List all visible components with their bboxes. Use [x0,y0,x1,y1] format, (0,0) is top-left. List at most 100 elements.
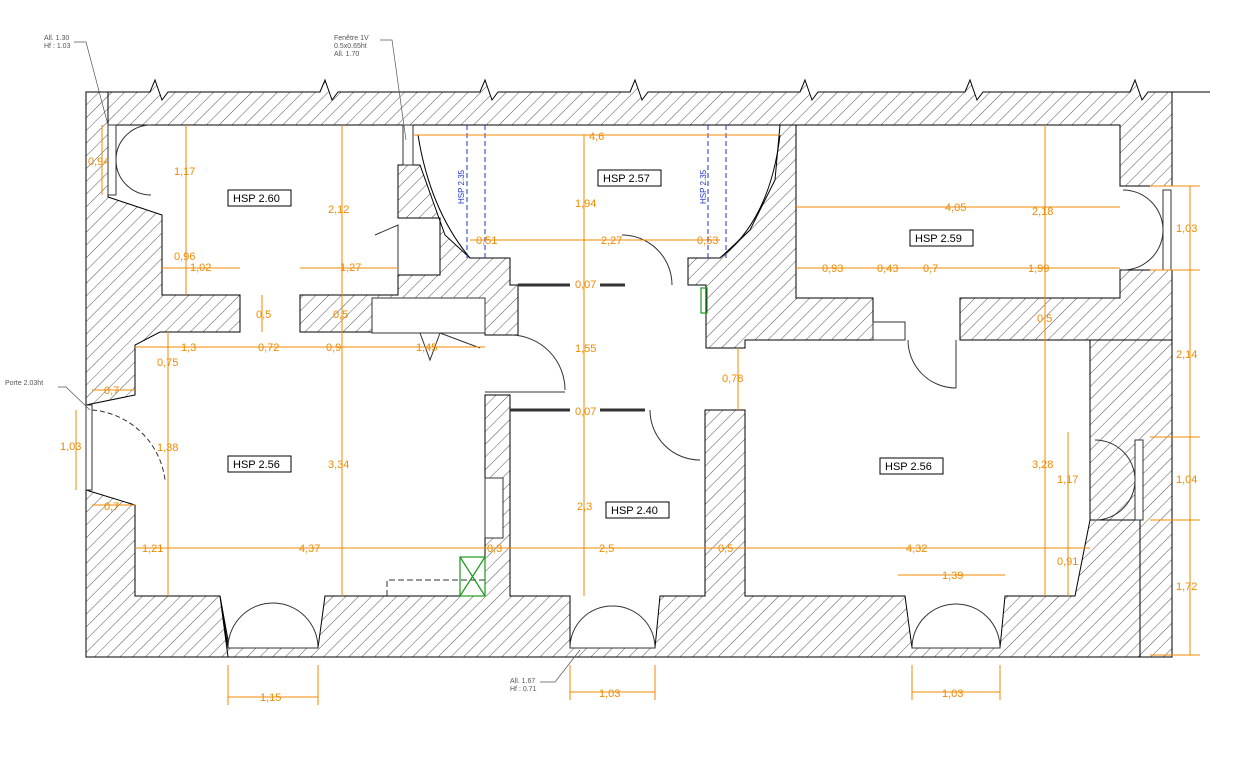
cupboard [371,297,486,334]
dim-label: 1,03 [942,688,963,700]
dim-label: 1,04 [1176,474,1197,486]
dim-label: 1,21 [142,543,163,555]
height-label-right: HSP 2.35 [699,169,708,204]
walls [85,78,1210,658]
room-label-6: HSP 2.56 [885,461,932,473]
dim-label: 2,5 [599,543,614,555]
blue-height-labels: HSP 2.35 HSP 2.35 [457,169,708,204]
dim-label: 0,72 [258,342,279,354]
window-swing-top-left [115,124,152,196]
height-label-left: HSP 2.35 [457,169,466,204]
room-labels: HSP 2.60 HSP 2.57 HSP 2.59 HSP 2.56 HSP … [227,169,974,519]
note-topleft-1: All. 1.30 [44,35,69,42]
door-entrance-swing [91,409,166,481]
room-label-5: HSP 2.40 [611,505,658,517]
note-fenetre-1: Fenêtre 1V [334,35,369,42]
dim-label: 1,55 [575,343,596,355]
niche-right [872,321,906,341]
dim-label: 1,38 [157,442,178,454]
room-label-3: HSP 2.59 [915,233,962,245]
window-right-upper [1122,189,1172,271]
door-entrance [85,404,93,491]
dim-label: 0,7 [923,263,938,275]
arch-right [719,134,781,259]
dim-label: 2,27 [601,235,622,247]
dim-label: 0,5 [333,309,348,321]
dim-label: 1,45 [416,342,437,354]
niche-left [484,477,504,539]
dim-label: 3,28 [1032,459,1053,471]
dim-label: 0,96 [174,251,195,263]
dim-label: 2,3 [577,501,592,513]
note-fenetre-3: All. 1.70 [334,51,359,58]
dim-label: 2,12 [328,204,349,216]
dim-label: 0,7 [104,385,119,397]
dim-label: 2,18 [1032,206,1053,218]
dim-label: 0,5 [256,309,271,321]
dim-label: 0,7 [104,501,119,513]
note-leaders [58,39,581,683]
dim-label: 0,75 [157,357,178,369]
dim-label: 0,51 [476,235,497,247]
door-interior-3 [621,234,673,286]
room-label-1: HSP 2.60 [233,193,280,205]
arch-left [417,134,471,259]
height-lines [466,125,727,258]
dimension-lines [75,125,1200,705]
dim-label: 2,14 [1176,349,1197,361]
vent-markers [459,287,708,597]
dim-label: 0,07 [575,406,596,418]
door-bottom-left [227,602,319,649]
dim-label: 0,94 [88,156,109,168]
dim-label: 1,17 [1057,474,1078,486]
note-bottom-2: Hf : 0.71 [510,686,537,693]
openings [85,124,1172,649]
dim-label: 1,15 [260,692,281,704]
note-fenetre-2: 0.5x0.65ht [334,43,367,50]
dim-label: 4,05 [945,202,966,214]
dim-label: 1,3 [181,342,196,354]
dim-label: 0,93 [822,263,843,275]
dim-label: 4,37 [299,543,320,555]
dim-label: 0,5 [1037,313,1052,325]
dim-label: 1,99 [1028,263,1049,275]
dimension-texts: 0,94 1,17 2,12 4,6 1,94 0,51 2,27 0,53 4… [60,131,1197,704]
dim-label: 0,43 [877,263,898,275]
wall-bottom [219,394,1141,658]
dim-label: 1,02 [190,262,211,274]
dim-label: 1,03 [599,688,620,700]
note-topleft-2: Hf : 1.03 [44,43,71,50]
dim-label: 0,91 [1057,556,1078,568]
door-bottom-right [911,603,1001,649]
door-interior-4 [907,339,957,389]
window-fenetre [402,124,414,166]
dim-label: 1,03 [1176,223,1197,235]
wall-central-right [687,124,874,349]
wall-top [107,78,1173,187]
dim-label: 1,17 [174,166,195,178]
dim-label: 1,27 [340,262,361,274]
room-label-2: HSP 2.57 [603,173,650,185]
door-interior-2 [649,409,701,461]
dim-label: 1,39 [942,570,963,582]
dim-label: 0,9 [326,342,341,354]
dim-label: 0,3 [487,543,502,555]
dim-label: 1,03 [60,441,81,453]
window-right-lower [1094,439,1144,521]
note-bottom-1: All. 1.67 [510,678,535,685]
dim-label: 0,53 [697,235,718,247]
door-interior-5 [374,224,399,275]
dim-label: 0,5 [718,543,733,555]
dim-label: 4,6 [589,131,604,143]
dim-label: 0,07 [575,279,596,291]
wall-left-lower [85,489,229,658]
dim-label: 4,32 [906,543,927,555]
notes: All. 1.30 Hf : 1.03 Fenêtre 1V 0.5x0.65h… [5,35,537,693]
note-porte: Porte 2.03ht [5,380,43,387]
room-label-4: HSP 2.56 [233,459,280,471]
door-interior-1 [511,334,566,391]
dim-label: 3,34 [328,459,349,471]
dim-label: 1,72 [1176,581,1197,593]
door-bottom-middle [569,605,656,649]
dim-label: 1,94 [575,198,596,210]
